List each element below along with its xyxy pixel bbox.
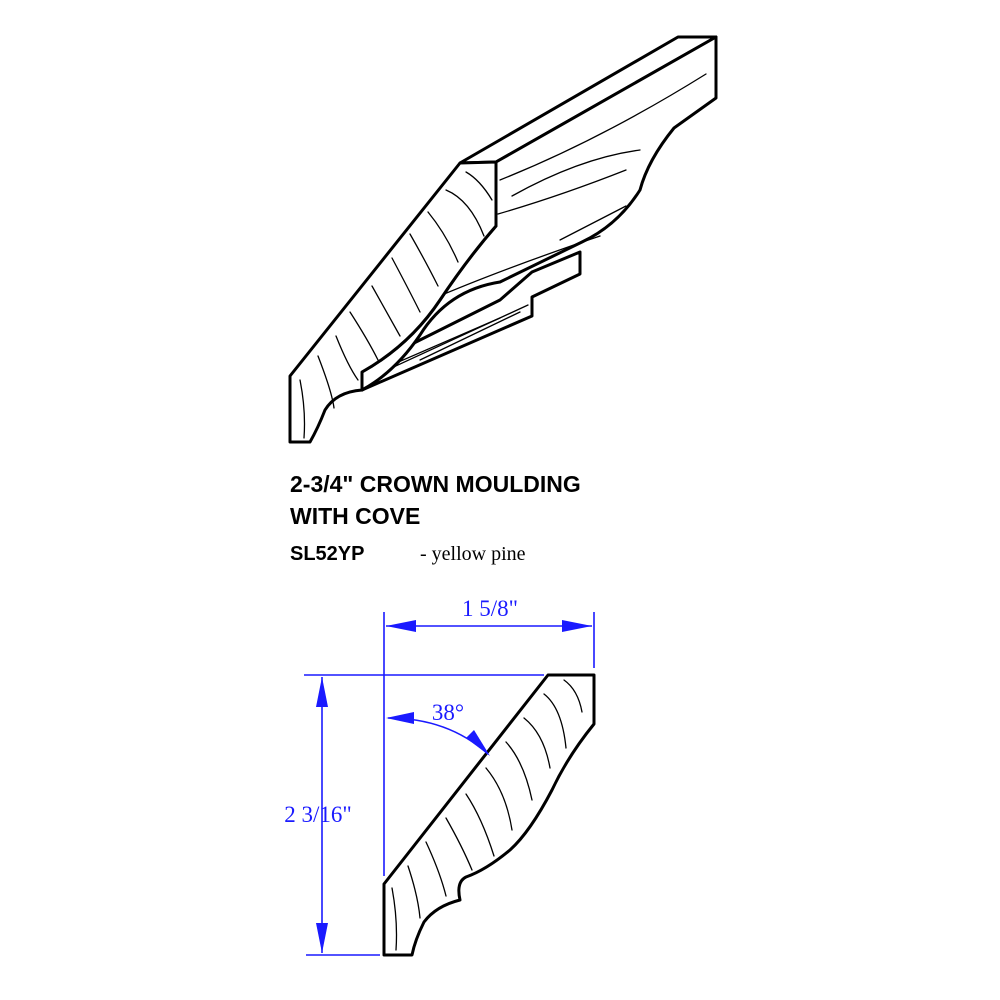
product-code: SL52YP xyxy=(290,543,364,565)
angle-arrow-left xyxy=(386,712,414,724)
angle-dimension-label: 38° xyxy=(432,700,464,725)
product-title-line1: 2-3/4" CROWN MOULDING xyxy=(290,471,581,497)
height-arrow-top xyxy=(316,677,328,707)
moulding-bottom-rail xyxy=(360,250,582,392)
product-title-line2: WITH COVE xyxy=(290,503,420,529)
width-dimension-label: 1 5/8" xyxy=(462,596,518,621)
dimension-lines: 1 5/8" 2 3/16" 38° xyxy=(284,596,595,956)
moulding-perspective-view xyxy=(288,35,718,444)
height-arrow-bottom xyxy=(316,923,328,953)
profile-section xyxy=(382,673,596,957)
angle-arrow-right xyxy=(466,730,490,756)
width-arrow-right xyxy=(562,620,592,632)
moulding-end-profile xyxy=(288,160,498,444)
width-arrow-left xyxy=(386,620,416,632)
product-species: - yellow pine xyxy=(420,543,526,565)
moulding-front-face xyxy=(360,35,718,392)
moulding-profile-view xyxy=(382,673,596,957)
height-dimension-label: 2 3/16" xyxy=(284,802,352,827)
